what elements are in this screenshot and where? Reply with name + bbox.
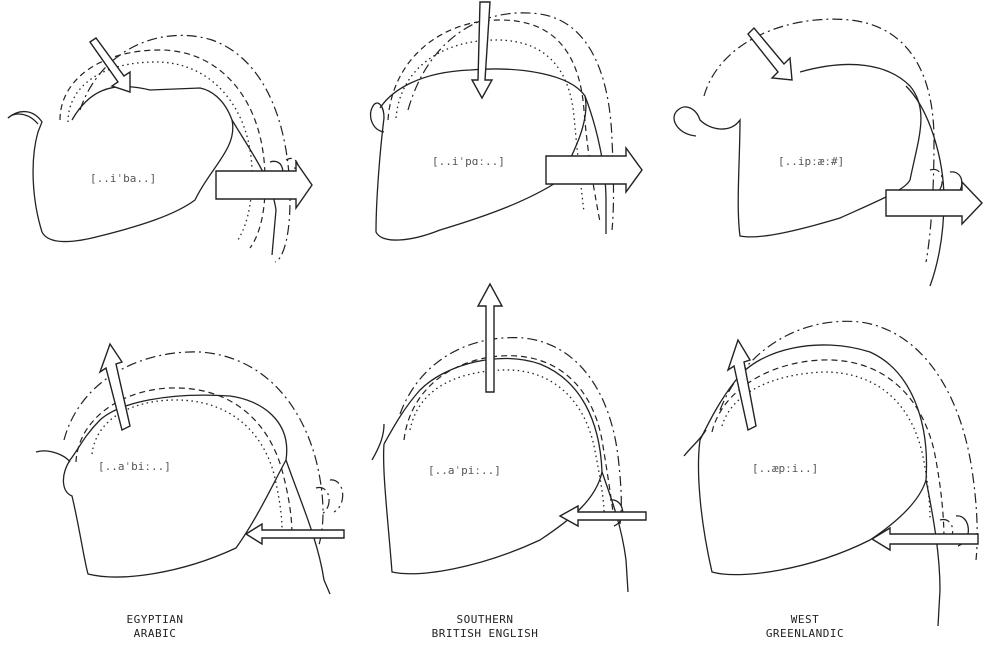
tongue-curve-dashed [388,20,600,222]
tongue-curve-dashdot [408,13,614,230]
panel-west-greenlandic-bottom: [..æpːi..] [684,321,978,626]
arrow-up-icon [478,284,502,392]
caption-egyptian-arabic: EGYPTIAN ARABIC [90,613,220,641]
panel-egyptian-arabic-bottom: [..aˈbiː..] [36,344,344,594]
panel-label-6: [..æpːi..] [752,462,818,475]
tongue-curve-dotted [68,62,252,240]
panel-label-1: [..iˈba..] [90,172,156,185]
tongue-tip [36,451,70,462]
tongue-tip [8,114,38,124]
caption-line-1: EGYPTIAN [90,613,220,627]
tongue-tip [371,108,385,132]
caption-line-2: ARABIC [90,627,220,641]
caption-line-1: SOUTHERN [410,613,560,627]
caption-line-1: WEST [735,613,875,627]
caption-line-2: BRITISH ENGLISH [410,627,560,641]
lip-outline [906,86,944,286]
tongue-curve-dashed [404,356,614,520]
panel-british-english-bottom: [..aˈpiː..] [372,284,646,592]
panel-west-greenlandic-top: [..ipːæː#] [674,19,982,286]
arrow-down-icon [472,2,492,98]
tongue-curve-dotted [396,40,584,212]
panel-label-2: [..iˈpɑː..] [432,155,505,168]
arrow-left-icon [246,524,344,544]
panel-british-english-top: [..iˈpɑː..] [371,2,643,240]
tongue-curve-dashdot [400,338,621,524]
caption-west-greenlandic: WEST GREENLANDIC [735,613,875,641]
lip-outline [286,460,330,594]
panel-egyptian-arabic-top: [..iˈba..] [8,35,312,262]
tongue-tip [674,112,696,136]
arrow-down-icon [748,28,792,80]
tongue-curve-dashdot [720,321,977,560]
tongue-curve-dotted [722,372,930,520]
arrow-down-icon [90,38,130,92]
tongue-curve-dashdot [64,352,323,548]
panel-label-3: [..ipːæː#] [778,155,844,168]
caption-southern-british-english: SOUTHERN BRITISH ENGLISH [410,613,560,641]
tongue-outline-solid [676,64,921,236]
panel-label-5: [..aˈpiː..] [428,464,501,477]
lip-hook-2 [330,480,343,512]
tongue-outline-solid [63,395,286,577]
arrow-left-icon [560,506,646,526]
tongue-outline-solid [8,87,233,242]
lip-outline [602,472,628,592]
lip-outline [926,480,940,626]
panel-label-4: [..aˈbiː..] [98,460,171,473]
caption-line-2: GREENLANDIC [735,627,875,641]
tongue-curve-dotted [410,370,604,512]
tongue-tip [372,424,384,460]
arrow-left-icon [872,528,978,550]
tongue-tip [684,430,706,456]
